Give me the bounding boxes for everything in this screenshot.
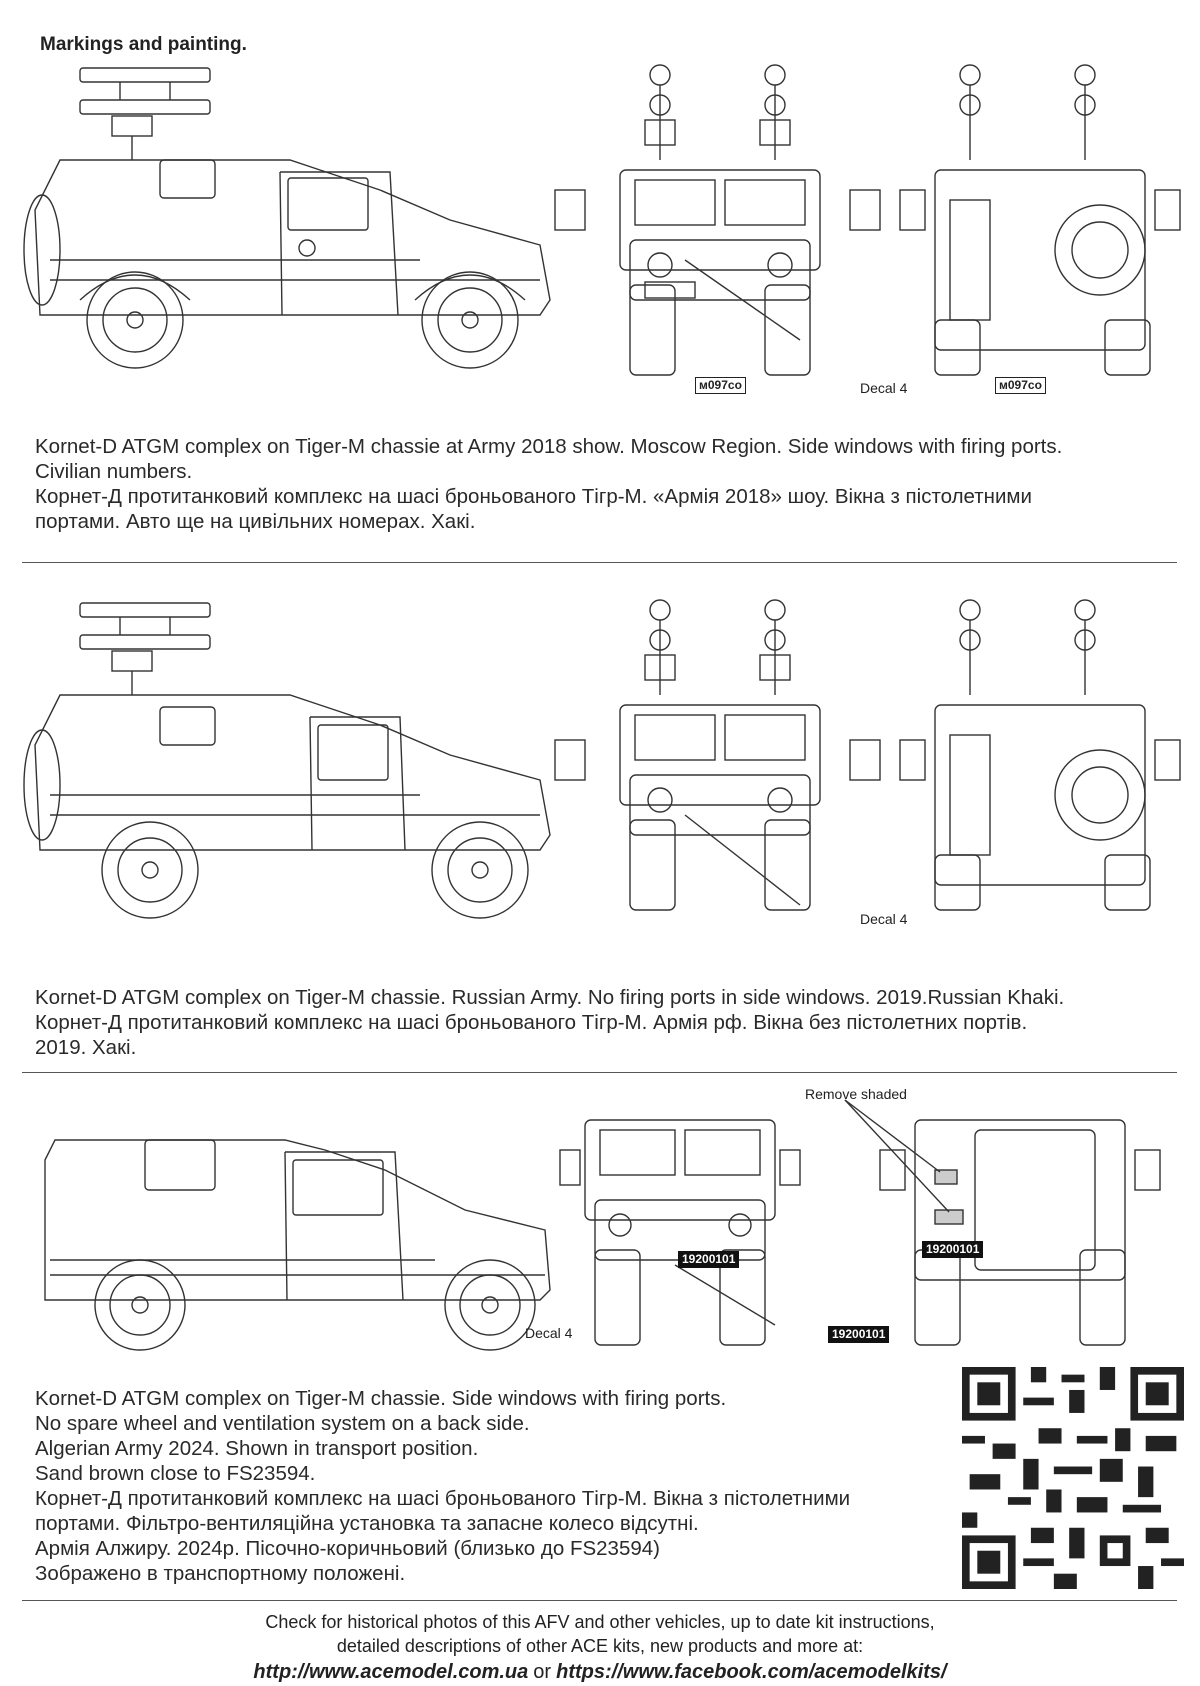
caption-line: Корнет-Д протитанковий комплекс на шасі …: [35, 1487, 851, 1510]
divider: [22, 1600, 1177, 1601]
caption-line: Kornet-D ATGM complex on Tiger-M chassie…: [35, 986, 1065, 1009]
caption-line: портами. Авто ще на цивільних номерах. Х…: [35, 510, 476, 533]
front-view-vehicle-1: [554, 64, 881, 376]
license-plate-decal-3: 19200101: [828, 1326, 890, 1343]
divider: [22, 1072, 1177, 1073]
page-title: Markings and painting.: [40, 34, 247, 55]
caption-line: Корнет-Д протитанковий комплекс на шасі …: [35, 485, 1032, 508]
caption-section-1: Kornet-D ATGM complex on Tiger-M chassie…: [35, 434, 1062, 534]
footer-line-2: detailed descriptions of other ACE kits,…: [336, 1636, 864, 1656]
facebook-link[interactable]: https://www.facebook.com/acemodelkits/: [556, 1661, 947, 1683]
caption-line: портами. Фільтро-вентиляційна установка …: [35, 1512, 699, 1535]
license-plate-rear-1: м097со: [995, 377, 1046, 394]
divider: [22, 562, 1177, 563]
caption-line: 2019. Хакі.: [35, 1036, 137, 1059]
footer: Check for historical photos of this AFV …: [0, 1610, 1200, 1684]
qr-code-icon[interactable]: [962, 1367, 1184, 1589]
caption-line: Kornet-D ATGM complex on Tiger-M chassie…: [35, 1387, 727, 1410]
decal-label-3: Decal 4: [525, 1325, 573, 1341]
website-link[interactable]: http://www.acemodel.com.ua: [253, 1661, 529, 1683]
caption-line: No spare wheel and ventilation system on…: [35, 1412, 530, 1435]
caption-line: Армія Алжиру. 2024р. Пісочно-коричньовий…: [35, 1537, 660, 1560]
caption-line: Civilian numbers.: [35, 460, 193, 483]
license-plate-rear-3: 19200101: [922, 1241, 984, 1258]
footer-or: or: [533, 1661, 552, 1683]
caption-section-2: Kornet-D ATGM complex on Tiger-M chassie…: [35, 985, 1064, 1060]
decal-label-1: Decal 4: [860, 380, 908, 396]
rear-view-vehicle-2: [899, 599, 1181, 911]
footer-line-1: Check for historical photos of this AFV …: [265, 1612, 935, 1632]
rear-view-vehicle-1: [899, 64, 1181, 376]
caption-line: Корнет-Д протитанковий комплекс на шасі …: [35, 1011, 1028, 1034]
license-plate-front-1: м097со: [695, 377, 746, 394]
front-view-vehicle-3: [559, 1119, 801, 1346]
front-view-vehicle-2: [554, 599, 881, 911]
side-view-vehicle-3: [44, 1139, 551, 1351]
caption-line: Зображено в транспортному положені.: [35, 1562, 406, 1585]
caption-section-3: Kornet-D ATGM complex on Tiger-M chassie…: [35, 1386, 850, 1586]
caption-line: Sand brown close to FS23594.: [35, 1462, 316, 1485]
caption-line: Kornet-D ATGM complex on Tiger-M chassie…: [35, 435, 1063, 458]
caption-line: Algerian Army 2024. Shown in transport p…: [35, 1437, 479, 1460]
remove-shaded-label: Remove shaded: [805, 1086, 907, 1102]
side-view-vehicle-1: [23, 67, 551, 369]
side-view-vehicle-2: [23, 602, 551, 919]
rear-view-vehicle-3: [844, 1099, 1161, 1346]
license-plate-front-3: 19200101: [678, 1251, 740, 1268]
decal-label-2: Decal 4: [860, 911, 908, 927]
